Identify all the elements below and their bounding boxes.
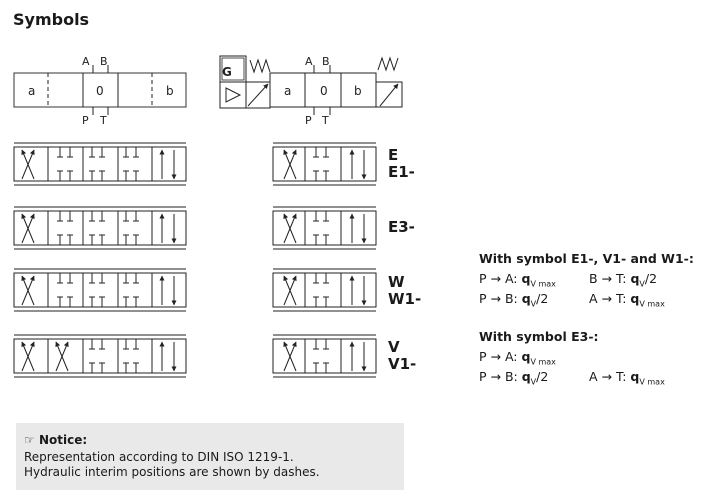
- left-port-p: P: [82, 114, 89, 127]
- left-label-0: 0: [96, 84, 104, 98]
- right-label-a: a: [284, 84, 291, 98]
- flow-arrow: [283, 149, 297, 180]
- info-row: P → A: qV max: [479, 349, 556, 367]
- right-port-p: P: [305, 114, 312, 127]
- flow-arrow: [21, 341, 35, 372]
- left-label-a: a: [28, 84, 35, 98]
- flow-arrow: [283, 275, 297, 306]
- info-row: P → B: qV/2 A → T: qV max: [479, 291, 665, 309]
- info-block-1: With symbol E1-, V1- and W1-: P → A: qV …: [479, 249, 694, 309]
- flow-arrow: [21, 275, 35, 306]
- info-block-2: With symbol E3-: P → A: qV max P → B: qV…: [479, 327, 665, 387]
- flow-arrow: [21, 213, 35, 244]
- left-port-b: B: [100, 55, 108, 68]
- notice-box: ☞ Notice: Representation according to DI…: [16, 423, 404, 490]
- flow-arrow: [21, 149, 35, 180]
- row-frame: [13, 338, 187, 374]
- info-heading-2: With symbol E3-:: [479, 329, 599, 344]
- left-port-a: A: [82, 55, 90, 68]
- flow-arrow: [283, 213, 297, 244]
- row-frame: [272, 338, 377, 374]
- hand-pointer-icon: ☞: [24, 433, 35, 447]
- right-port-t: T: [321, 114, 329, 127]
- row-frame: [13, 210, 187, 246]
- notice-line-2: Hydraulic interim positions are shown by…: [24, 465, 320, 479]
- right-valve-header: [219, 55, 403, 115]
- g-letter: G: [222, 65, 232, 79]
- left-label-b: b: [166, 84, 174, 98]
- info-row: P → A: qV max B → T: qV/2: [479, 271, 658, 289]
- notice-line-1: Representation according to DIN ISO 1219…: [24, 450, 294, 464]
- right-port-b: B: [322, 55, 330, 68]
- code-e3: E3-: [388, 218, 415, 236]
- left-symbol-rows: [13, 142, 187, 378]
- right-symbol-rows: [272, 142, 377, 378]
- info-row: P → B: qV/2 A → T: qV max: [479, 369, 665, 387]
- row-frame: [272, 272, 377, 308]
- page-title: Symbols: [13, 10, 90, 29]
- right-label-0: 0: [320, 84, 328, 98]
- flow-arrow: [283, 341, 297, 372]
- notice-heading: ☞ Notice:: [24, 433, 88, 447]
- row-frame: [13, 272, 187, 308]
- row-frame: [13, 146, 187, 182]
- left-port-t: T: [99, 114, 107, 127]
- right-label-b: b: [354, 84, 362, 98]
- row-frame: [272, 210, 377, 246]
- info-heading-1: With symbol E1-, V1- and W1-:: [479, 251, 694, 266]
- right-port-a: A: [305, 55, 313, 68]
- row-frame: [272, 146, 377, 182]
- left-valve-header: [13, 65, 187, 115]
- flow-arrow: [55, 341, 69, 372]
